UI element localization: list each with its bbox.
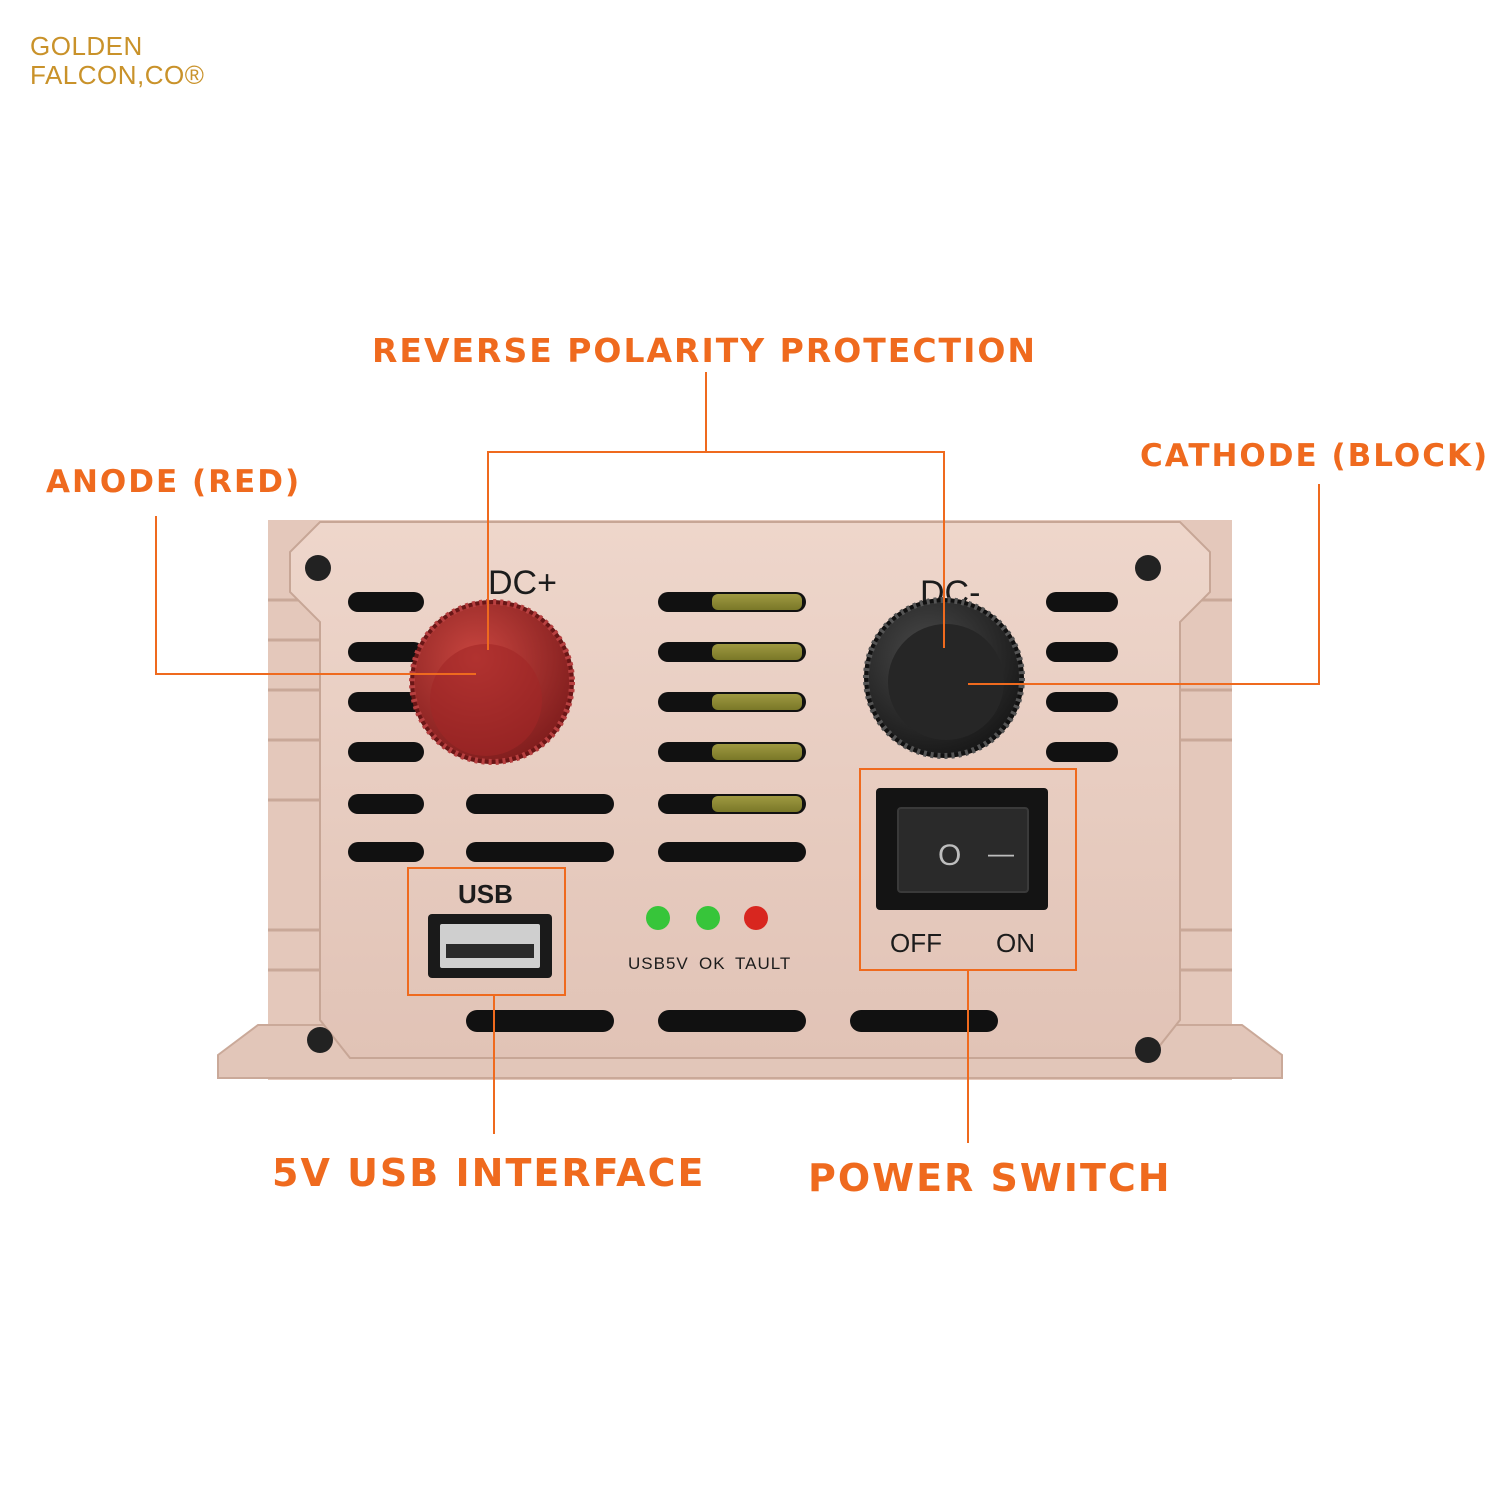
status-leds: USB5V OK TAULT [628, 906, 791, 973]
cathode-callout: CATHODE (BLOCK) [1140, 438, 1489, 474]
cathode-terminal[interactable] [863, 597, 1025, 759]
switch-off-label: OFF [890, 928, 942, 958]
screw-icon [305, 555, 331, 581]
usb-port[interactable]: USB [428, 879, 552, 978]
reverse-polarity-callout: REVERSE POLARITY PROTECTION [372, 331, 1037, 370]
fault-led-icon [744, 906, 768, 930]
screws [305, 555, 1161, 1063]
screw-icon [1135, 555, 1161, 581]
usb5v-led-icon [646, 906, 670, 930]
usb-interface-callout: 5V USB INTERFACE [272, 1151, 705, 1195]
ok-led-icon [696, 906, 720, 930]
power-switch-callout: POWER SWITCH [808, 1156, 1172, 1200]
circuit-board-glimpse [712, 594, 802, 812]
brand-line-1: GOLDEN [30, 31, 143, 61]
screw-icon [1135, 1037, 1161, 1063]
switch-on-label: ON [996, 928, 1035, 958]
usb-label: USB [458, 879, 513, 909]
dc-plus-label: DC+ [488, 564, 557, 602]
screw-icon [307, 1027, 333, 1053]
anode-terminal[interactable] [409, 599, 575, 765]
led-label-fault: TAULT [735, 954, 791, 973]
led-label-ok: OK [699, 954, 726, 973]
callout-lines [155, 372, 1320, 1143]
power-switch[interactable]: O — OFF ON [876, 788, 1048, 958]
switch-symbol-on: — [988, 838, 1014, 868]
anode-callout: ANODE (RED) [46, 464, 301, 500]
brand-logo: GOLDEN FALCON,CO® [30, 32, 204, 90]
brand-line-2: FALCON,CO® [30, 60, 205, 90]
switch-symbol-off: O [938, 839, 961, 872]
led-label-usb5v: USB5V [628, 954, 689, 973]
